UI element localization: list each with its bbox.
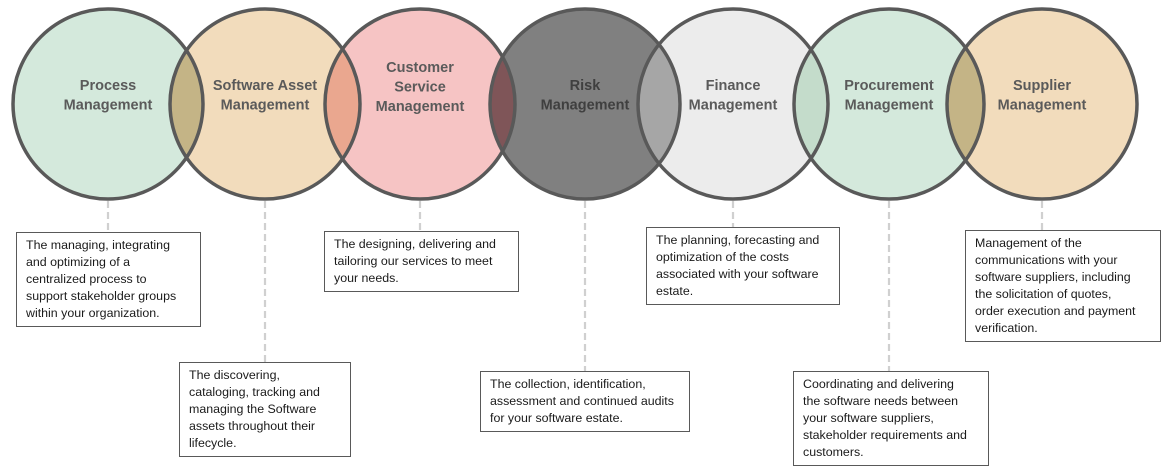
description-line: lifecycle.	[189, 436, 237, 450]
circle-label-line: Management	[221, 98, 310, 114]
circle-software-asset	[170, 9, 360, 199]
circle-outline-process	[11, 7, 205, 201]
description-line: cataloging, tracking and	[189, 385, 320, 399]
description-line: tailoring our services to meet	[334, 254, 493, 268]
circle-outline-software-asset	[168, 7, 362, 201]
description-box-finance: The planning, forecasting and optimizatio…	[646, 227, 840, 305]
description-box-supplier: Management of the communications with you…	[965, 230, 1161, 342]
description-line: the software needs between	[803, 394, 958, 408]
description-line: The managing, integrating	[26, 238, 170, 252]
description-line: support stakeholder groups	[26, 289, 177, 303]
circle-label-line: Management	[64, 98, 153, 114]
circle-outlines	[11, 7, 1139, 201]
description-line: optimization of the costs	[656, 250, 789, 264]
description-line: assets throughout their	[189, 419, 316, 433]
circle-outline-customer-service	[323, 7, 517, 201]
description-line: estate.	[656, 284, 694, 298]
circle-label-line: Software Asset	[213, 78, 317, 94]
description-line: your needs.	[334, 271, 399, 285]
description-line: verification.	[975, 321, 1038, 335]
description-line: software suppliers, including	[975, 270, 1131, 284]
circle-label-line: Finance	[706, 78, 761, 94]
description-box-software-asset: The discovering, cataloging, tracking and…	[179, 362, 351, 457]
description-line: order execution and payment	[975, 304, 1136, 318]
description-box-process: The managing, integrating and optimizing …	[16, 232, 201, 327]
description-line: your software suppliers,	[803, 411, 934, 425]
description-line: The collection, identification,	[490, 377, 646, 391]
circle-outline-risk	[488, 7, 682, 201]
circle-procurement	[794, 9, 984, 199]
description-line: stakeholder requirements and	[803, 428, 967, 442]
description-line: assessment and continued audits	[490, 394, 674, 408]
description-box-risk: The collection, identification, assessmen…	[480, 371, 690, 432]
description-line: within your organization.	[26, 306, 160, 320]
circle-outline-finance	[636, 7, 830, 201]
circle-label-line: Management	[689, 98, 778, 114]
description-line: communications with your	[975, 253, 1118, 267]
description-box-customer-service: The designing, delivering and tailoring o…	[324, 231, 519, 292]
circle-process	[13, 9, 203, 199]
circle-label-line: Customer	[386, 60, 454, 76]
description-line: centralized process to	[26, 272, 147, 286]
description-line: for your software estate.	[490, 411, 623, 425]
description-box-procurement: Coordinating and delivering the software …	[793, 371, 989, 466]
description-line: managing the Software	[189, 402, 317, 416]
circles	[13, 9, 1137, 199]
circle-label-line: Management	[541, 98, 630, 114]
circle-label-line: Management	[376, 99, 465, 115]
circle-customer-service	[325, 9, 515, 199]
circle-risk	[490, 9, 680, 199]
description-line: Coordinating and delivering	[803, 377, 954, 391]
circle-supplier	[947, 9, 1137, 199]
circle-outline-procurement	[792, 7, 986, 201]
circle-finance	[638, 9, 828, 199]
description-line: customers.	[803, 445, 864, 459]
circle-label-line: Risk	[570, 78, 602, 94]
description-line: associated with your software	[656, 267, 819, 281]
description-line: The discovering,	[189, 368, 280, 382]
circle-label-line: Procurement	[844, 78, 934, 94]
circle-label-line: Management	[845, 98, 934, 114]
description-line: the solicitation of quotes,	[975, 287, 1112, 301]
description-line: The planning, forecasting and	[656, 233, 820, 247]
circle-label-line: Management	[998, 98, 1087, 114]
circle-label-line: Supplier	[1013, 78, 1071, 94]
description-line: and optimizing of a	[26, 255, 131, 269]
circle-outline-supplier	[945, 7, 1139, 201]
description-line: Management of the	[975, 236, 1082, 250]
connectors	[106, 201, 1044, 371]
circle-label-line: Service	[394, 80, 446, 96]
description-line: The designing, delivering and	[334, 237, 496, 251]
circle-label-line: Process	[80, 78, 136, 94]
